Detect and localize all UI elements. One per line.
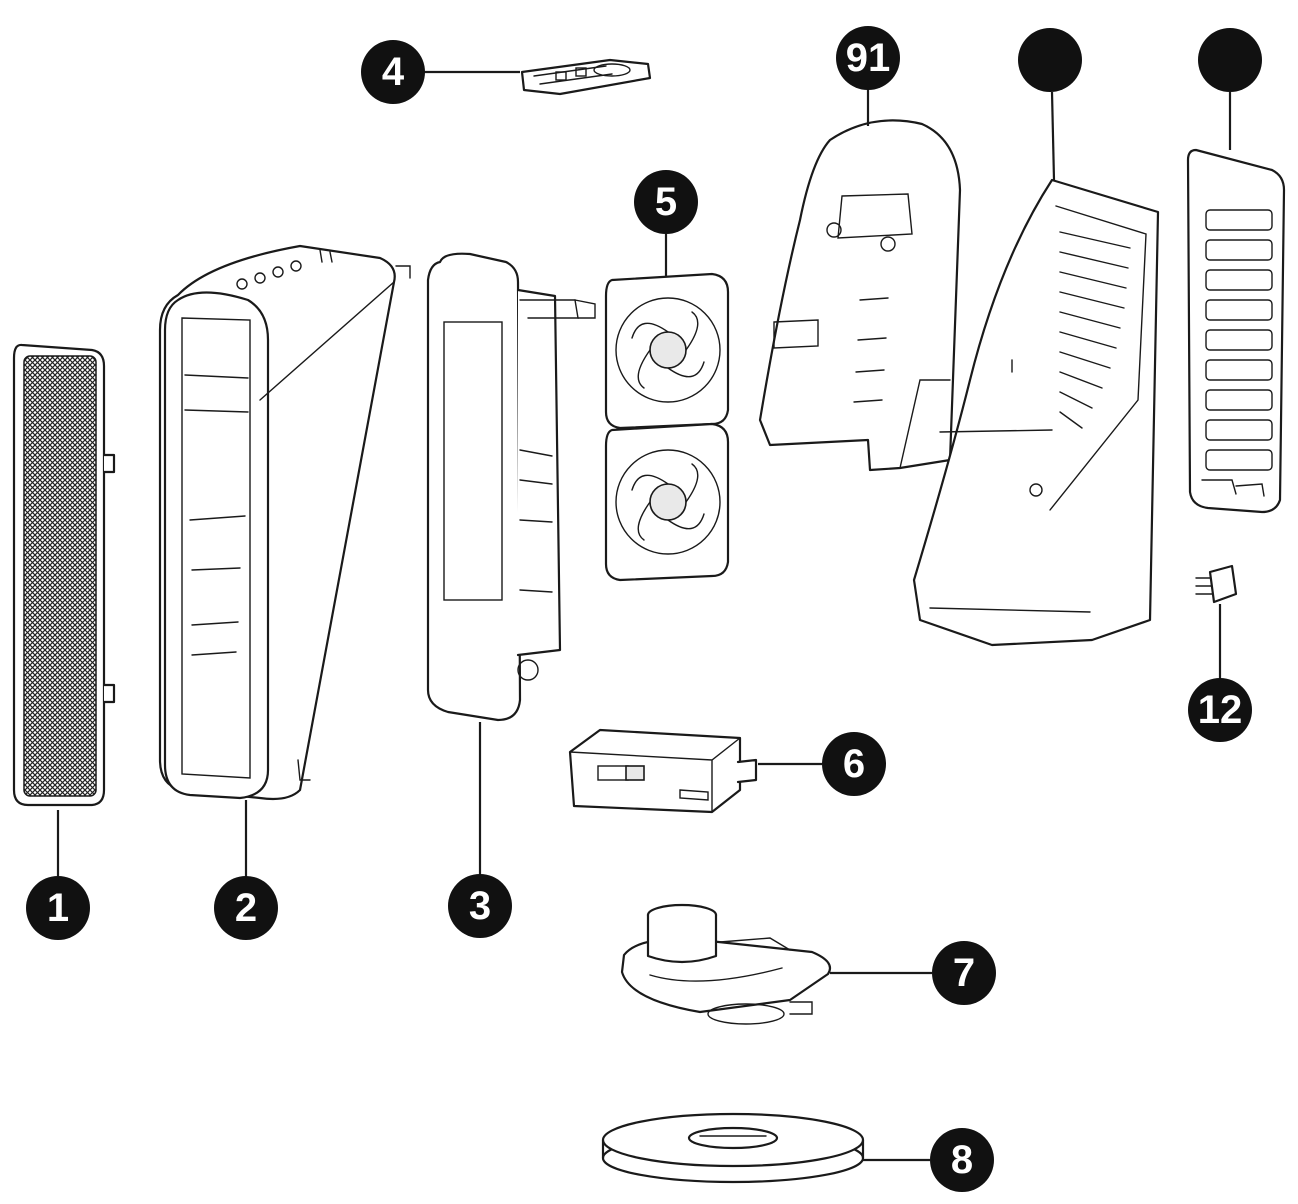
callout-9: 91: [836, 26, 900, 90]
callout-1: 1: [26, 876, 90, 940]
part-6-power-module: [568, 728, 758, 814]
callout-7: 7: [932, 941, 996, 1005]
callout-8: 8: [930, 1128, 994, 1192]
callout-11: [1198, 28, 1262, 92]
part-2-outer-housing: [158, 244, 411, 801]
part-3-inner-frame: [426, 252, 596, 722]
callout-12: 12: [1188, 678, 1252, 742]
part-1-front-filter-grille: [12, 343, 116, 807]
callout-3: 3: [448, 874, 512, 938]
leader-lines: [56, 70, 1232, 1162]
callout-5: 5: [634, 170, 698, 234]
callout-7-label: 7: [953, 951, 975, 995]
callout-6-label: 6: [843, 742, 865, 786]
callout-3-label: 3: [469, 884, 491, 928]
part-8-base-ring: [601, 1112, 865, 1184]
part-11-rear-grille-cover: [1186, 148, 1286, 514]
callout-8-label: 8: [951, 1138, 973, 1182]
callout-10: [1018, 28, 1082, 92]
part-12-power-switch: [1195, 564, 1238, 604]
part-10-louvre-panel: [912, 178, 1160, 647]
callout-5-label: 5: [655, 180, 677, 224]
callout-4: 4: [361, 40, 425, 104]
callout-4-label: 4: [382, 50, 405, 94]
callout-9-label: 91: [846, 36, 891, 80]
callout-6: 6: [822, 732, 886, 796]
callout-12-label: 12: [1198, 688, 1243, 732]
part-9-rear-bracket: [758, 119, 962, 472]
callout-2: 2: [214, 876, 278, 940]
part-4-control-board: [520, 58, 652, 96]
callout-2-label: 2: [235, 886, 257, 930]
part-5-fan-pair: [604, 272, 730, 582]
callout-1-label: 1: [47, 886, 69, 930]
part-7-motor-base: [620, 903, 832, 1025]
